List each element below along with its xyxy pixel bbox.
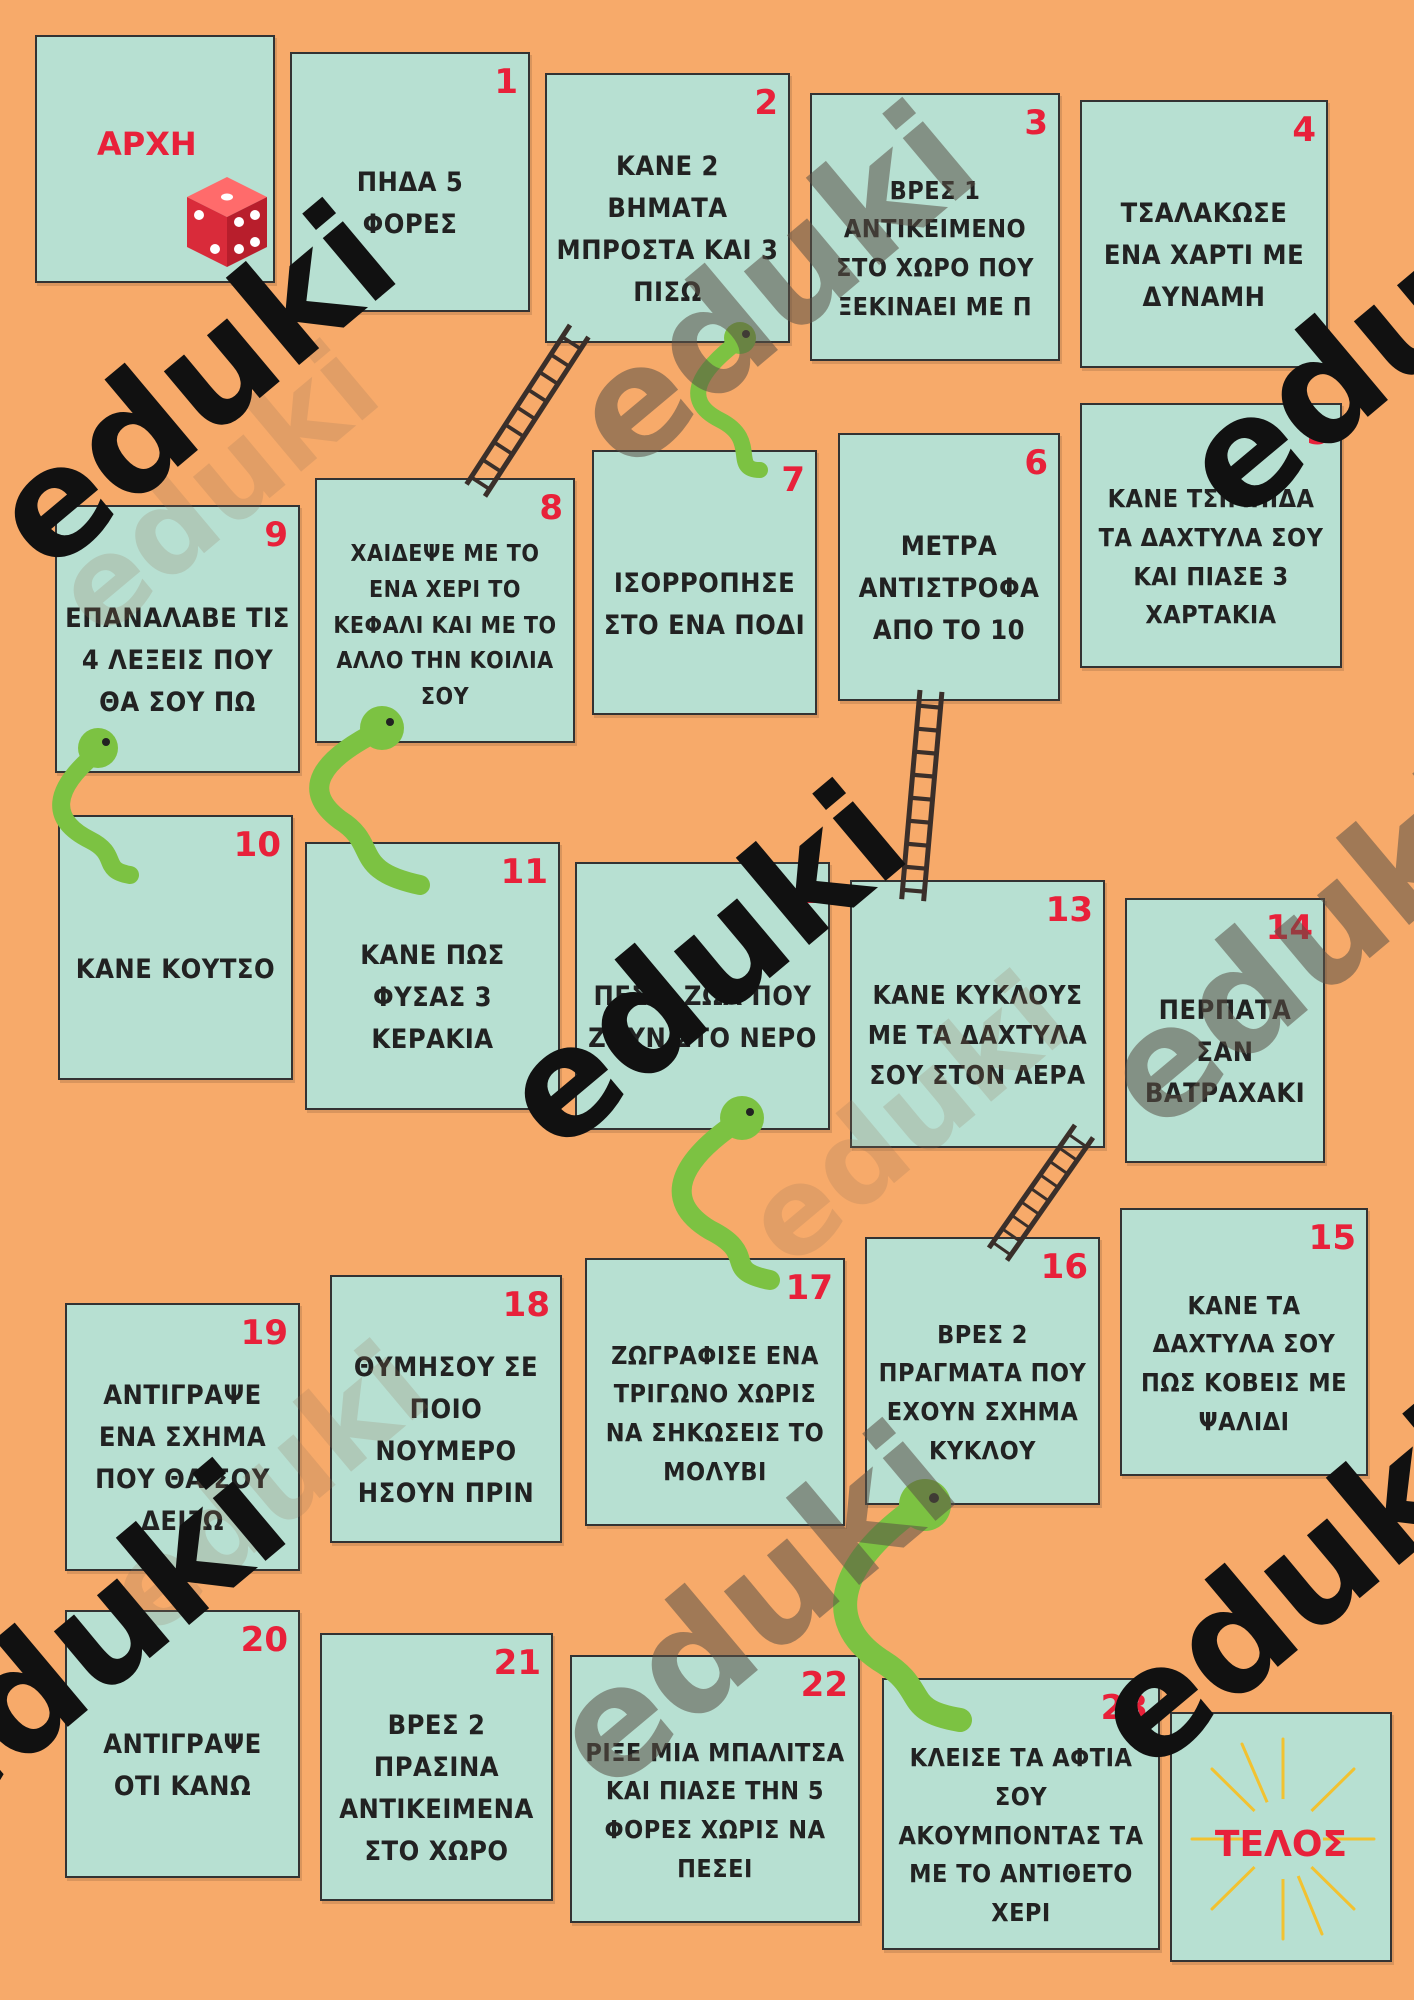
start-tile[interactable]: ΑΡΧΗ xyxy=(35,35,275,283)
tile-text: ΙΣΟΡΡΟΠΗΣΕ ΣΤΟ ΕΝΑ ΠΟΔΙ xyxy=(603,567,806,641)
tile-15[interactable]: 15 ΚΑΝΕ ΤΑ ΔΑΧΤΥΛΑ ΣΟΥ ΠΩΣ ΚΟΒΕΙΣ ΜΕ ΨΑΛ… xyxy=(1120,1208,1368,1476)
tile-number: 11 xyxy=(500,852,548,892)
tile-5[interactable]: 5 ΚΑΝΕ ΤΣΙΜΠΙΔΑ ΤΑ ΔΑΧΤΥΛΑ ΣΟΥ ΚΑΙ ΠΙΑΣΕ… xyxy=(1080,403,1342,668)
tile-1[interactable]: 1 ΠΗΔΑ 5 ΦΟΡΕΣ xyxy=(290,52,530,312)
tile-text: ΘΥΜΗΣΟΥ ΣΕ ΠΟΙΟ ΝΟΥΜΕΡΟ ΗΣΟΥΝ ΠΡΙΝ xyxy=(353,1352,539,1509)
tile-text: ΒΡΕΣ 2 ΠΡΑΓΜΑΤΑ ΠΟΥ ΕΧΟΥΝ ΣΧΗΜΑ ΚΥΚΛΟΥ xyxy=(878,1319,1087,1465)
tile-8[interactable]: 8 ΧΑΙΔΕΨΕ ΜΕ ΤΟ ΕΝΑ ΧΕΡΙ ΤΟ ΚΕΦΑΛΙ ΚΑΙ Μ… xyxy=(315,478,575,743)
tile-text: ΠΗΔΑ 5 ΦΟΡΕΣ xyxy=(356,167,464,240)
tile-text: ΑΝΤΙΓΡΑΨΕ ΕΝΑ ΣΧΗΜΑ ΠΟΥ ΘΑ ΣΟΥ ΔΕΙΞΩ xyxy=(95,1380,270,1537)
tile-text: ΠΕΣ 3 ΖΩΑ ΠΟΥ ΖΟΥΝ ΣΤΟ ΝΕΡΟ xyxy=(588,981,817,1054)
tile-text: ΚΑΝΕ ΚΥΚΛΟΥΣ ΜΕ ΤΑ ΔΑΧΤΥΛΑ ΣΟΥ ΣΤΟΝ ΑΕΡΑ xyxy=(867,980,1088,1092)
tile-text: ΚΑΝΕ ΤΑ ΔΑΧΤΥΛΑ ΣΟΥ ΠΩΣ ΚΟΒΕΙΣ ΜΕ ΨΑΛΙΔΙ xyxy=(1141,1290,1347,1436)
tile-9[interactable]: 9 ΕΠΑΝΑΛΑΒΕ ΤΙΣ 4 ΛΕΞΕΙΣ ΠΟΥ ΘΑ ΣΟΥ ΠΩ xyxy=(55,505,300,773)
tile-10[interactable]: 10 ΚΑΝΕ ΚΟΥΤΣΟ xyxy=(58,815,293,1080)
tile-4[interactable]: 4 ΤΣΑΛΑΚΩΣΕ ΕΝΑ ΧΑΡΤΙ ΜΕ ΔΥΝΑΜΗ xyxy=(1080,100,1328,368)
tile-14[interactable]: 14 ΠΕΡΠΑΤΑ ΣΑΝ ΒΑΤΡΑΧΑΚΙ xyxy=(1125,898,1325,1163)
tile-number: 2 xyxy=(754,83,778,123)
tile-11[interactable]: 11 ΚΑΝΕ ΠΩΣ ΦΥΣΑΣ 3 ΚΕΡΑΚΙΑ xyxy=(305,842,560,1110)
tile-7[interactable]: 7 ΙΣΟΡΡΟΠΗΣΕ ΣΤΟ ΕΝΑ ΠΟΔΙ xyxy=(592,450,817,715)
tile-text: ΚΑΝΕ 2 ΒΗΜΑΤΑ ΜΠΡΟΣΤΑ ΚΑΙ 3 ΠΙΣΩ xyxy=(556,151,779,308)
tile-text: ΤΣΑΛΑΚΩΣΕ ΕΝΑ ΧΑΡΤΙ ΜΕ ΔΥΝΑΜΗ xyxy=(1103,198,1305,313)
tile-text: ΕΠΑΝΑΛΑΒΕ ΤΙΣ 4 ΛΕΞΕΙΣ ΠΟΥ ΘΑ ΣΟΥ ΠΩ xyxy=(65,603,290,718)
tile-number: 20 xyxy=(240,1620,288,1660)
tile-number: 3 xyxy=(1024,103,1048,143)
tile-number: 14 xyxy=(1265,908,1313,948)
tile-12[interactable]: 12 ΠΕΣ 3 ΖΩΑ ΠΟΥ ΖΟΥΝ ΣΤΟ ΝΕΡΟ xyxy=(575,862,830,1130)
tile-3[interactable]: 3 ΒΡΕΣ 1 ΑΝΤΙΚΕΙΜΕΝΟ ΣΤΟ ΧΩΡΟ ΠΟΥ ΞΕΚΙΝΑ… xyxy=(810,93,1060,361)
tile-number: 7 xyxy=(781,460,805,500)
tile-number: 5 xyxy=(1306,413,1330,453)
tile-text: ΚΛΕΙΣΕ ΤΑ ΑΦΤΙΑ ΣΟΥ ΑΚΟΥΜΠΟΝΤΑΣ ΤΑ ΜΕ ΤΟ… xyxy=(898,1743,1144,1928)
tile-20[interactable]: 20 ΑΝΤΙΓΡΑΨΕ ΟΤΙ ΚΑΝΩ xyxy=(65,1610,300,1878)
sparkle-icon xyxy=(1190,1737,1376,1941)
tile-text: ΚΑΝΕ ΚΟΥΤΣΟ xyxy=(75,953,276,985)
tile-2[interactable]: 2 ΚΑΝΕ 2 ΒΗΜΑΤΑ ΜΠΡΟΣΤΑ ΚΑΙ 3 ΠΙΣΩ xyxy=(545,73,790,343)
tile-13[interactable]: 13 ΚΑΝΕ ΚΥΚΛΟΥΣ ΜΕ ΤΑ ΔΑΧΤΥΛΑ ΣΟΥ ΣΤΟΝ Α… xyxy=(850,880,1105,1148)
tile-text: ΠΕΡΠΑΤΑ ΣΑΝ ΒΑΤΡΑΧΑΚΙ xyxy=(1144,994,1306,1110)
tile-number: 15 xyxy=(1308,1218,1356,1258)
tile-number: 6 xyxy=(1024,443,1048,483)
tile-number: 19 xyxy=(240,1313,288,1353)
tile-text: ΚΑΝΕ ΤΣΙΜΠΙΔΑ ΤΑ ΔΑΧΤΥΛΑ ΣΟΥ ΚΑΙ ΠΙΑΣΕ 3… xyxy=(1098,484,1324,630)
tile-text: ΒΡΕΣ 1 ΑΝΤΙΚΕΙΜΕΝΟ ΣΤΟ ΧΩΡΟ ΠΟΥ ΞΕΚΙΝΑΕΙ… xyxy=(836,175,1034,321)
tile-text: ΒΡΕΣ 2 ΠΡΑΣΙΝΑ ΑΝΤΙΚΕΙΜΕΝΑ ΣΤΟ ΧΩΡΟ xyxy=(339,1710,534,1867)
end-tile[interactable]: ΤΕΛΟΣ xyxy=(1170,1712,1392,1962)
tile-number: 10 xyxy=(233,825,281,865)
tile-number: 1 xyxy=(494,62,518,102)
tile-23[interactable]: 23 ΚΛΕΙΣΕ ΤΑ ΑΦΤΙΑ ΣΟΥ ΑΚΟΥΜΠΟΝΤΑΣ ΤΑ ΜΕ… xyxy=(882,1678,1160,1950)
tile-number: 17 xyxy=(785,1268,833,1308)
tile-number: 12 xyxy=(770,872,818,912)
tile-17[interactable]: 17 ΖΩΓΡΑΦΙΣΕ ΕΝΑ ΤΡΙΓΩΝΟ ΧΩΡΙΣ ΝΑ ΣΗΚΩΣΕ… xyxy=(585,1258,845,1526)
tile-number: 23 xyxy=(1100,1688,1148,1728)
tile-text: ΧΑΙΔΕΨΕ ΜΕ ΤΟ ΕΝΑ ΧΕΡΙ ΤΟ ΚΕΦΑΛΙ ΚΑΙ ΜΕ … xyxy=(333,541,557,710)
tile-number: 16 xyxy=(1040,1247,1088,1287)
tile-16[interactable]: 16 ΒΡΕΣ 2 ΠΡΑΓΜΑΤΑ ΠΟΥ ΕΧΟΥΝ ΣΧΗΜΑ ΚΥΚΛΟ… xyxy=(865,1237,1100,1505)
end-label: ΤΕΛΟΣ xyxy=(1214,1824,1348,1865)
tile-number: 18 xyxy=(502,1285,550,1325)
tile-number: 13 xyxy=(1045,890,1093,930)
dice-icon xyxy=(187,177,267,267)
tile-22[interactable]: 22 ΡΙΞΕ ΜΙΑ ΜΠΑΛΙΤΣΑ ΚΑΙ ΠΙΑΣΕ ΤΗΝ 5 ΦΟΡ… xyxy=(570,1655,860,1923)
tile-number: 22 xyxy=(800,1665,848,1705)
tile-text: ΜΕΤΡΑ ΑΝΤΙΣΤΡΟΦΑ ΑΠΟ ΤΟ 10 xyxy=(858,531,1040,646)
tile-number: 21 xyxy=(493,1643,541,1683)
tile-text: ΖΩΓΡΑΦΙΣΕ ΕΝΑ ΤΡΙΓΩΝΟ ΧΩΡΙΣ ΝΑ ΣΗΚΩΣΕΙΣ … xyxy=(605,1340,825,1486)
tile-number: 4 xyxy=(1292,110,1316,150)
tile-6[interactable]: 6 ΜΕΤΡΑ ΑΝΤΙΣΤΡΟΦΑ ΑΠΟ ΤΟ 10 xyxy=(838,433,1060,701)
tile-text: ΑΝΤΙΓΡΑΨΕ ΟΤΙ ΚΑΝΩ xyxy=(103,1729,262,1802)
tile-21[interactable]: 21 ΒΡΕΣ 2 ΠΡΑΣΙΝΑ ΑΝΤΙΚΕΙΜΕΝΑ ΣΤΟ ΧΩΡΟ xyxy=(320,1633,553,1901)
tile-text: ΚΑΝΕ ΠΩΣ ΦΥΣΑΣ 3 ΚΕΡΑΚΙΑ xyxy=(360,940,505,1055)
tile-number: 9 xyxy=(264,515,288,555)
start-label: ΑΡΧΗ xyxy=(97,125,197,163)
tile-text: ΡΙΞΕ ΜΙΑ ΜΠΑΛΙΤΣΑ ΚΑΙ ΠΙΑΣΕ ΤΗΝ 5 ΦΟΡΕΣ … xyxy=(585,1737,845,1883)
tile-19[interactable]: 19 ΑΝΤΙΓΡΑΨΕ ΕΝΑ ΣΧΗΜΑ ΠΟΥ ΘΑ ΣΟΥ ΔΕΙΞΩ xyxy=(65,1303,300,1571)
tile-18[interactable]: 18 ΘΥΜΗΣΟΥ ΣΕ ΠΟΙΟ ΝΟΥΜΕΡΟ ΗΣΟΥΝ ΠΡΙΝ xyxy=(330,1275,562,1543)
